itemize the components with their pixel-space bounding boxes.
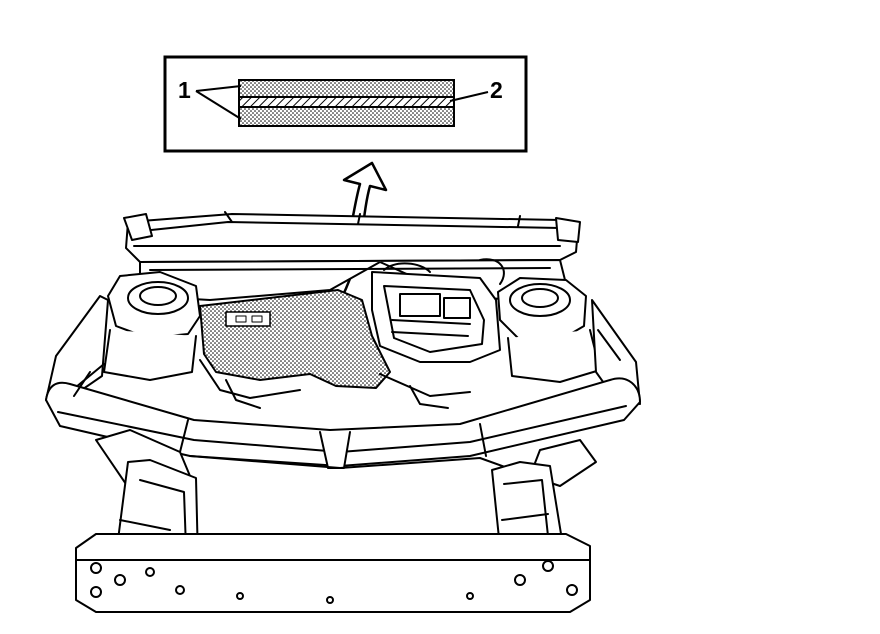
callout-1-leader-top	[195, 85, 242, 92]
compartment-details	[73, 329, 621, 409]
cowl-panel	[123, 211, 581, 263]
insulator-cross-section	[238, 79, 455, 127]
callout-1-leader-bottom	[195, 90, 242, 120]
callout-label-2: 2	[490, 77, 503, 103]
insulator-middle-layer	[238, 96, 455, 108]
front-impact-bar	[75, 533, 591, 613]
left-strut-tower	[103, 271, 201, 381]
right-strut-tower	[497, 277, 601, 383]
right-engine-bay-components	[371, 258, 505, 363]
radiator-support-upper	[45, 377, 641, 469]
insulator-outer-layer-top	[238, 79, 455, 98]
callout-label-1: 1	[178, 77, 191, 103]
dash-insulator	[199, 289, 391, 389]
callout-2-leader	[449, 91, 489, 102]
insulator-outer-layer-bottom	[238, 106, 455, 127]
callout-1: 1	[178, 77, 242, 120]
engine-compartment-assembly	[45, 211, 641, 613]
insulator-detail-inset: 1 2	[163, 55, 528, 153]
callout-2: 2	[449, 77, 503, 103]
